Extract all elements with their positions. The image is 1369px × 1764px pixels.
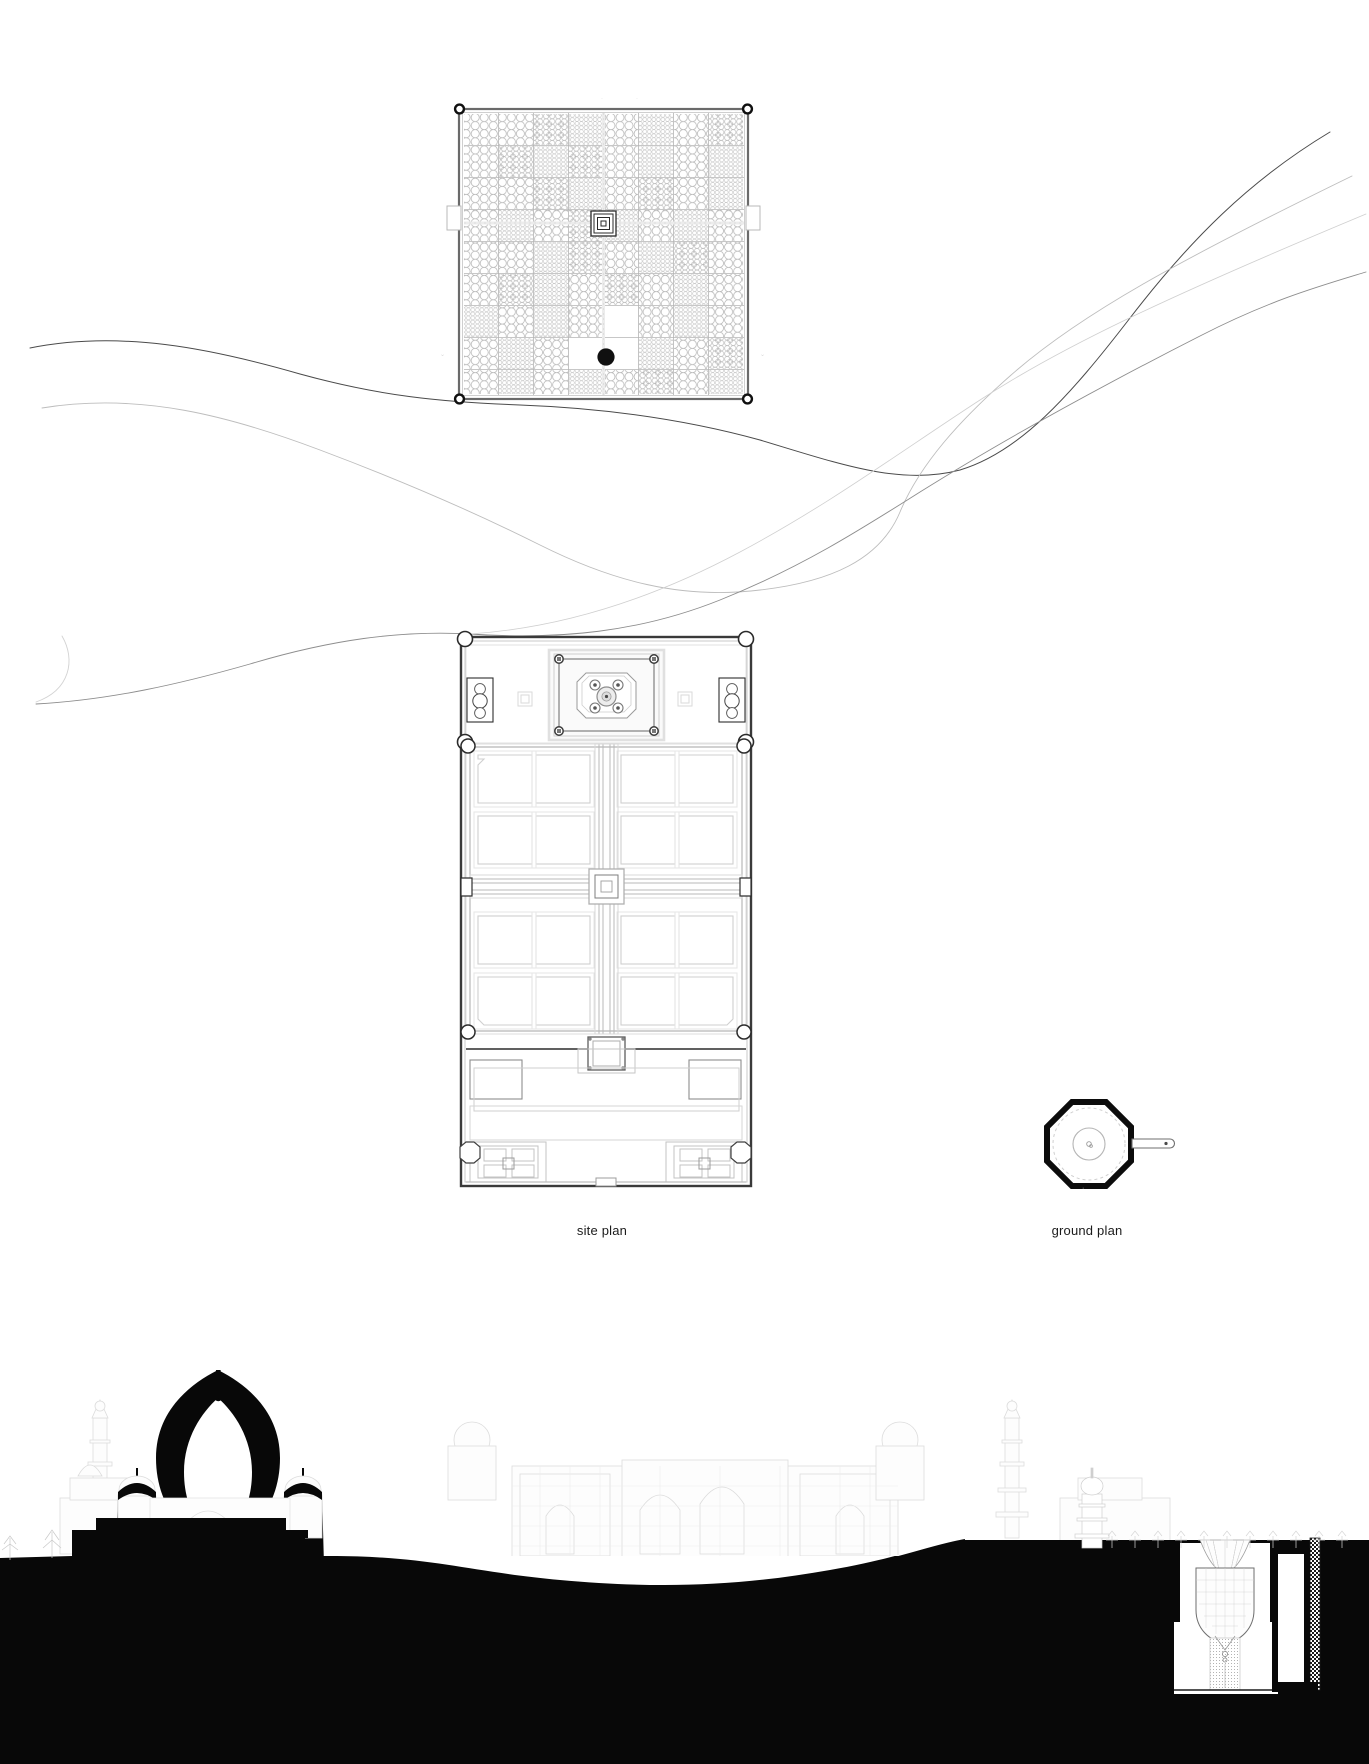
svg-text:·: ·: [1082, 1185, 1084, 1192]
planting-plan-center-marker: [590, 210, 617, 237]
svg-text:·: ·: [636, 96, 638, 102]
site-plan-caption: site plan: [576, 1223, 628, 1238]
svg-text:⌄: ⌄: [760, 352, 765, 358]
well-marker: [597, 348, 615, 366]
svg-text:⌄: ⌄: [440, 352, 445, 358]
ground-plan-caption: ground plan: [1051, 1223, 1123, 1238]
svg-text:·: ·: [601, 96, 603, 102]
